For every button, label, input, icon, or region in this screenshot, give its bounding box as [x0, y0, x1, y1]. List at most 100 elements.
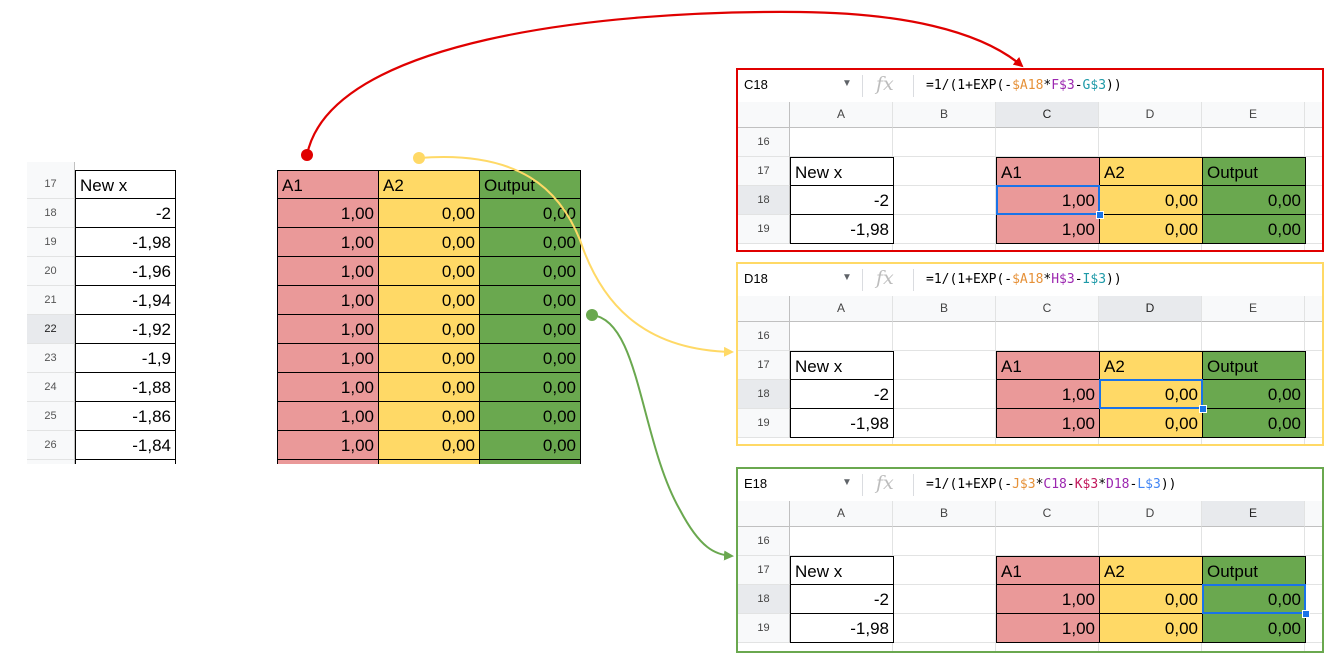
column-header-d[interactable]: D — [1099, 501, 1202, 527]
value-cell[interactable]: 0,00 — [1099, 215, 1203, 244]
arrow-yellow-origin — [413, 152, 425, 164]
name-box[interactable]: C18 — [744, 77, 768, 92]
gridline — [995, 527, 996, 651]
row-number: 25 — [27, 402, 75, 431]
column-header-c[interactable]: C — [996, 102, 1099, 128]
column-header-b[interactable]: B — [893, 102, 996, 128]
value-cell[interactable]: 1,00 — [996, 380, 1100, 409]
column-header-e[interactable]: E — [1202, 501, 1305, 527]
column-header-a[interactable]: A — [790, 296, 893, 322]
column-header-c[interactable]: C — [996, 296, 1099, 322]
row-header-18[interactable]: 18 — [738, 186, 790, 215]
new-x-cell: -1,98 — [75, 228, 176, 257]
column-header-a[interactable]: A — [790, 501, 893, 527]
column-header-b[interactable]: B — [893, 296, 996, 322]
selected-cell-outline[interactable] — [996, 185, 1100, 215]
row-header-18[interactable]: 18 — [738, 585, 790, 614]
value-cell: 0,00 — [479, 228, 581, 257]
selected-cell-outline[interactable] — [1202, 584, 1306, 614]
value-cell: 0,00 — [378, 199, 480, 228]
fx-icon: fx — [876, 472, 894, 494]
fill-handle[interactable] — [1096, 211, 1104, 219]
value-cell[interactable]: 0,00 — [1099, 585, 1203, 614]
value-cell[interactable]: 0,00 — [1202, 186, 1306, 215]
selected-cell-outline[interactable] — [1099, 379, 1203, 409]
row-header-16[interactable]: 16 — [738, 527, 790, 556]
formula-text: )) — [1160, 477, 1177, 492]
new-x-header: New x — [790, 351, 894, 380]
divider — [913, 75, 914, 97]
select-all-corner[interactable] — [738, 102, 790, 128]
row-number: 24 — [27, 373, 75, 402]
column-header-e[interactable]: E — [1202, 102, 1305, 128]
formula-input[interactable]: =1/(1+EXP(-$A18*H$3-I$3)) — [926, 272, 1122, 287]
value-cell[interactable]: 1,00 — [996, 215, 1100, 244]
row-header-17[interactable]: 17 — [738, 351, 790, 380]
cell-reference: $A18 — [1012, 272, 1044, 287]
new-x-header: New x — [790, 556, 894, 585]
column-header-d[interactable]: D — [1099, 102, 1202, 128]
chevron-down-icon[interactable]: ▼ — [842, 272, 852, 283]
new-x-header: New x — [75, 170, 176, 199]
select-all-corner[interactable] — [738, 296, 790, 322]
row-header-16[interactable]: 16 — [738, 322, 790, 351]
value-cell[interactable]: 1,00 — [996, 409, 1100, 438]
fill-handle[interactable] — [1199, 405, 1207, 413]
column-header-d[interactable]: D — [1099, 296, 1202, 322]
row-number: 19 — [27, 228, 75, 257]
formula-bar: C18▼fx=1/(1+EXP(-$A18*F$3-G$3)) — [738, 70, 1322, 103]
row-header-17[interactable]: 17 — [738, 157, 790, 186]
column-header-c[interactable]: C — [996, 501, 1099, 527]
row-header-17[interactable]: 17 — [738, 556, 790, 585]
column-header-a[interactable]: A — [790, 102, 893, 128]
value-cell[interactable]: 0,00 — [1099, 186, 1203, 215]
column-header-b[interactable]: B — [893, 501, 996, 527]
value-cell[interactable]: 0,00 — [1099, 614, 1203, 643]
name-box[interactable]: D18 — [744, 271, 768, 286]
new-x-cell: -1,88 — [75, 373, 176, 402]
gridline — [790, 555, 1322, 556]
cell-reference: J$3 — [1012, 477, 1036, 492]
value-cell[interactable]: 1,00 — [996, 614, 1100, 643]
new-x-header: New x — [790, 157, 894, 186]
value-cell: 1,00 — [277, 199, 379, 228]
new-x-cell: -1,84 — [75, 431, 176, 460]
arrow-red — [305, 10, 1024, 156]
select-all-corner[interactable] — [738, 501, 790, 527]
value-cell[interactable]: 1,00 — [996, 585, 1100, 614]
row-header-19[interactable]: 19 — [738, 409, 790, 438]
value-cell: 0,00 — [479, 315, 581, 344]
row-number: 21 — [27, 286, 75, 315]
formula-text: =1/(1+EXP(- — [926, 477, 1013, 492]
fill-handle[interactable] — [1302, 610, 1310, 618]
gridline — [790, 156, 1322, 157]
value-cell[interactable]: 0,00 — [1202, 409, 1306, 438]
header-a1: A1 — [996, 351, 1100, 380]
new-x-cell: -1,98 — [790, 614, 894, 643]
cell-reference: $A18 — [1012, 78, 1044, 93]
row-number: 17 — [27, 170, 75, 199]
value-cell: 0,00 — [479, 286, 581, 315]
new-x-cell: -1,94 — [75, 286, 176, 315]
row-header-19[interactable]: 19 — [738, 215, 790, 244]
formula-input[interactable]: =1/(1+EXP(-$A18*F$3-G$3)) — [926, 78, 1122, 93]
row-header-18[interactable]: 18 — [738, 380, 790, 409]
row-header-19[interactable]: 19 — [738, 614, 790, 643]
name-box[interactable]: E18 — [744, 476, 768, 491]
gridline — [995, 322, 996, 444]
table-stub — [479, 460, 581, 464]
row-number: 18 — [27, 199, 75, 228]
row-header-16[interactable]: 16 — [738, 128, 790, 157]
column-header-e[interactable]: E — [1202, 296, 1305, 322]
value-cell[interactable]: 0,00 — [1202, 614, 1306, 643]
chevron-down-icon[interactable]: ▼ — [842, 477, 852, 488]
header-a1: A1 — [996, 556, 1100, 585]
chevron-down-icon[interactable]: ▼ — [842, 78, 852, 89]
value-cell: 0,00 — [378, 228, 480, 257]
left-sheet-cell-stub — [75, 460, 176, 464]
value-cell[interactable]: 0,00 — [1202, 380, 1306, 409]
formula-text: - — [1074, 78, 1083, 93]
cell-reference: L$3 — [1137, 477, 1161, 492]
formula-input[interactable]: =1/(1+EXP(-J$3*C18-K$3*D18-L$3)) — [926, 477, 1176, 492]
value-cell[interactable]: 0,00 — [1202, 215, 1306, 244]
